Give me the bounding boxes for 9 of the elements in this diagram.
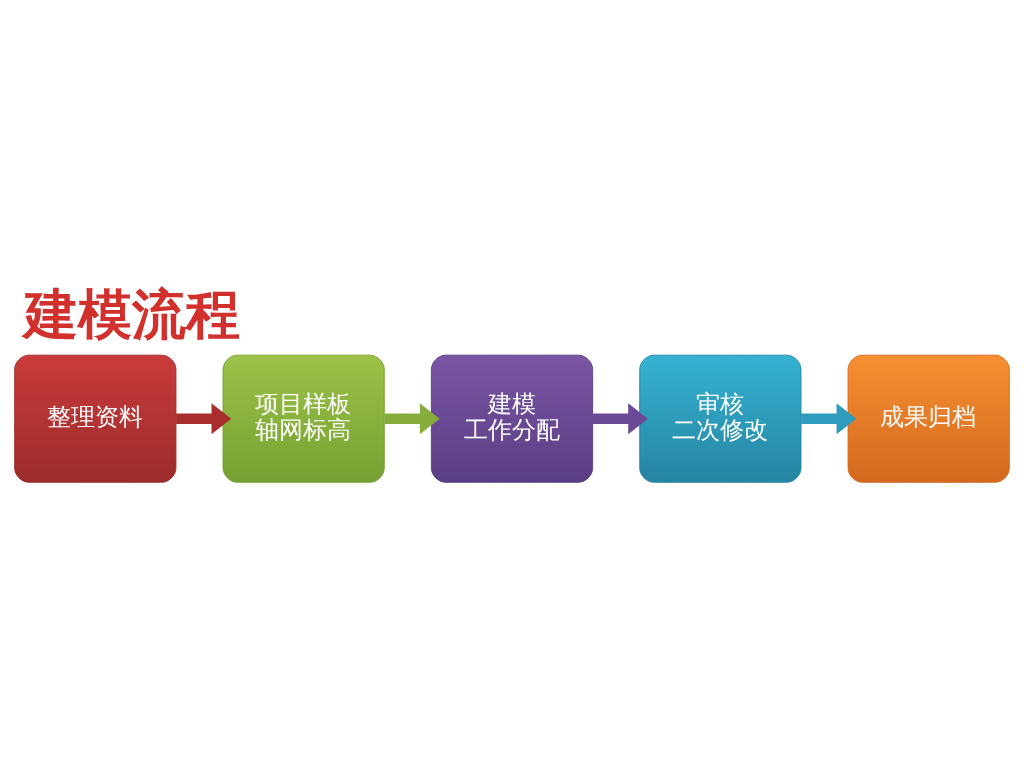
arrow (801, 403, 857, 435)
arrow (384, 403, 440, 435)
node-box: 建模工作分配 (430, 354, 594, 483)
node-box: 项目样板轴网标高 (222, 354, 385, 483)
arrow (176, 403, 232, 435)
node-box: 审核二次修改 (639, 354, 802, 483)
arrow (592, 403, 648, 435)
node-box: 整理资料 (14, 354, 177, 483)
node-box: 成果归档 (847, 354, 1010, 483)
